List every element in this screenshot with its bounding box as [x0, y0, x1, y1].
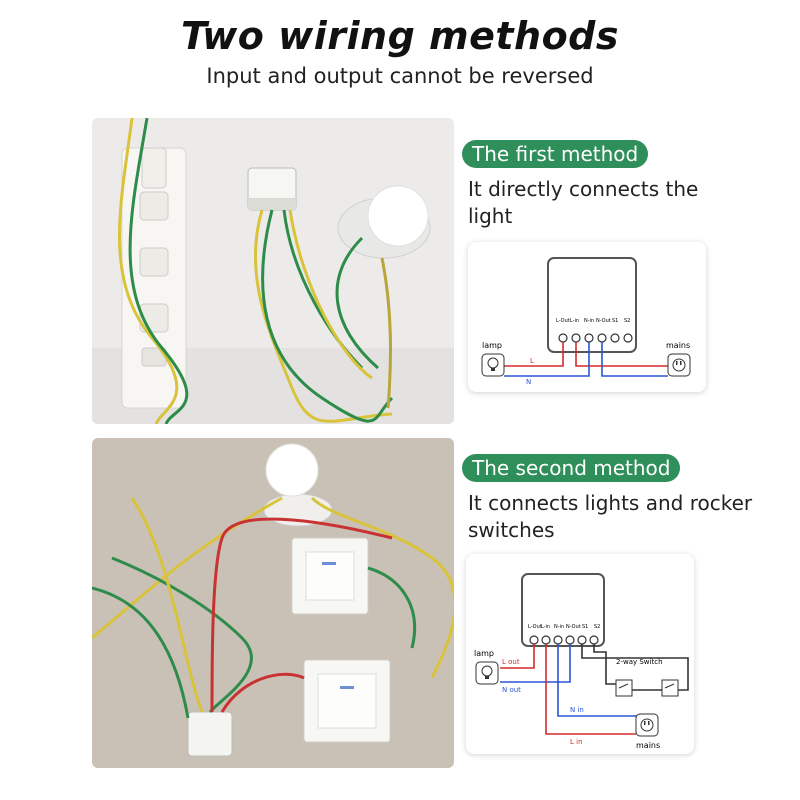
- terminal-s1: S1: [582, 624, 588, 630]
- n-in-label: N in: [570, 706, 584, 714]
- first-method-photo: [92, 118, 454, 424]
- second-method-badge: The second method: [462, 454, 681, 482]
- second-method-description: It connects lights and rocker switches: [468, 491, 753, 542]
- first-method-badge: The first method: [462, 140, 649, 168]
- two-way-switch: [615, 679, 679, 697]
- switch-label: 2-way Switch: [616, 658, 663, 666]
- power-strip: [121, 147, 187, 409]
- terminal-n-in: N-in: [554, 624, 564, 630]
- lamp-bulb: [337, 185, 431, 259]
- terminal-l-out: L-Out: [528, 624, 542, 630]
- first-method-diagram: L-Out L-in N-in N-Out S1 S2 L N lamp mai…: [468, 242, 706, 392]
- page-title: Two wiring methods: [180, 14, 620, 58]
- terminal-n-out: N-Out: [566, 624, 581, 630]
- mains-label: mains: [666, 341, 690, 350]
- live-label: L: [530, 357, 534, 365]
- l-out-label: L out: [502, 658, 520, 666]
- terminal-l-in: L-in: [541, 624, 550, 630]
- neutral-label: N: [526, 378, 531, 386]
- terminal-s2: S2: [594, 624, 600, 630]
- second-method-diagram: L-Out L-in N-in N-Out S1 S2 2-way Switch…: [466, 554, 694, 754]
- lamp-label: lamp: [482, 341, 502, 350]
- n-out-label: N out: [502, 686, 521, 694]
- lightbulb-icon: [481, 353, 505, 377]
- terminal-l-in: L-in: [570, 318, 579, 324]
- terminal-l-out: L-Out: [556, 318, 570, 324]
- rocker-switch-bottom: [303, 659, 391, 743]
- second-method-photo: [92, 438, 454, 768]
- power-plug-icon: [635, 713, 659, 737]
- terminal-n-out: N-Out: [596, 318, 611, 324]
- l-in-label: L in: [570, 738, 583, 746]
- terminal-s2: S2: [624, 318, 630, 324]
- smart-switch-module: [247, 167, 297, 211]
- page-subtitle: Input and output cannot be reversed: [206, 64, 594, 88]
- power-plug-icon: [667, 353, 691, 377]
- terminal-n-in: N-in: [584, 318, 594, 324]
- smart-switch-module: [187, 711, 233, 757]
- mains-label: mains: [636, 741, 660, 750]
- lamp-label: lamp: [474, 649, 494, 658]
- lightbulb-icon: [475, 661, 499, 685]
- terminal-s1: S1: [612, 318, 618, 324]
- first-method-description: It directly connects the light: [468, 177, 699, 228]
- rocker-switch-top: [291, 537, 369, 615]
